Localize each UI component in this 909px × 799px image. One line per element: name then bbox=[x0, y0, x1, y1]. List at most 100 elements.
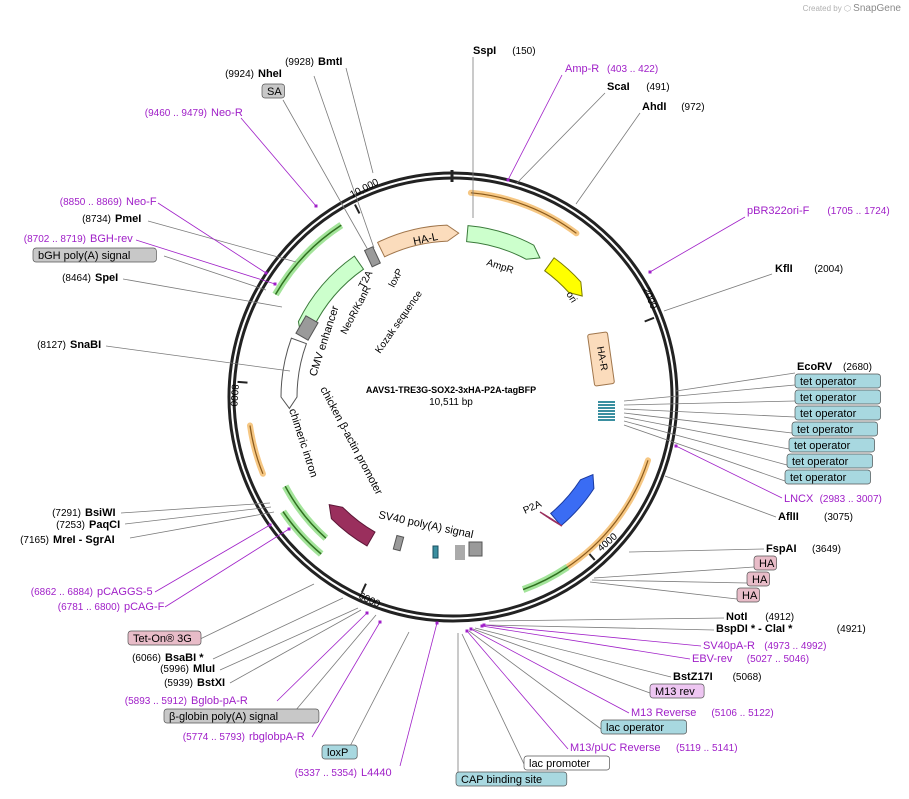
annotation-box-label: M13 rev bbox=[655, 686, 695, 698]
feature-ori bbox=[543, 257, 583, 297]
label-tagbfp: TagBFP bbox=[500, 521, 537, 546]
enzyme-position: (9924) bbox=[225, 69, 254, 80]
enzyme-position: (5996) bbox=[160, 664, 189, 675]
primer-name: pCAG-F bbox=[124, 601, 165, 613]
annotation-leader bbox=[399, 622, 438, 767]
annotation-box bbox=[753, 555, 777, 571]
tick-mark bbox=[360, 583, 367, 594]
tick-label: 2000 bbox=[640, 286, 659, 311]
annotation-leader bbox=[129, 511, 275, 539]
primer-name: rbglobpA-R bbox=[249, 731, 305, 743]
enzyme-position: (3075) bbox=[824, 512, 853, 523]
annotation-leader bbox=[461, 633, 525, 765]
annotation-leader bbox=[466, 630, 569, 750]
annotation-leader bbox=[289, 614, 377, 718]
annotation-leader bbox=[345, 67, 374, 174]
enzyme-position: (7253) bbox=[56, 520, 85, 531]
annotation-box-label: HA bbox=[752, 574, 768, 586]
enzyme-position: (2004) bbox=[814, 264, 843, 275]
annotation-box-label: tet operator bbox=[800, 376, 857, 388]
primer-name: pCAGGS-5 bbox=[97, 586, 153, 598]
enzyme-name: SnaBI bbox=[70, 339, 101, 351]
enzyme-name: SpeI bbox=[95, 272, 118, 284]
annotation-box-label: tet operator bbox=[800, 408, 857, 420]
enzyme-position: (5068) bbox=[733, 672, 762, 683]
annotation-box-label: loxP bbox=[327, 747, 348, 759]
enzyme-name: EcoRV bbox=[797, 361, 833, 373]
enzyme-position: (5939) bbox=[164, 678, 193, 689]
annotation-box bbox=[746, 571, 770, 587]
annotation-leader bbox=[623, 408, 796, 418]
annotation-leader bbox=[649, 216, 746, 273]
feature-arc-right-line bbox=[564, 460, 649, 570]
primer-mark bbox=[365, 611, 369, 615]
primer-position: (403 .. 422) bbox=[607, 64, 658, 75]
primer-name: SV40pA-R bbox=[703, 640, 755, 652]
primer-position: (5119 .. 5141) bbox=[676, 743, 738, 754]
green-arc-lower-left-2 bbox=[282, 484, 329, 541]
primer-mark bbox=[506, 178, 510, 182]
primer-mark bbox=[268, 523, 272, 527]
feature-sv40-block bbox=[392, 534, 405, 552]
annotation-box-label: HA bbox=[759, 558, 775, 570]
primer-name: M13 Reverse bbox=[631, 707, 696, 719]
primer-mark bbox=[674, 444, 678, 448]
primer-position: (5027 .. 5046) bbox=[747, 654, 809, 665]
enzyme-name: NotI bbox=[726, 611, 747, 623]
primer-position: (8702 .. 8719) bbox=[24, 234, 86, 245]
enzyme-name: FspAI bbox=[766, 543, 797, 555]
primer-mark bbox=[469, 627, 473, 631]
enzyme-position: (3649) bbox=[812, 544, 841, 555]
feature-ampr bbox=[466, 225, 541, 260]
annotation-leader bbox=[481, 625, 691, 660]
feature-arc-left-line bbox=[249, 425, 264, 475]
primer-mark bbox=[287, 527, 291, 531]
annotation-leader bbox=[345, 631, 410, 755]
annotation-leader bbox=[623, 416, 790, 450]
primer-name: LNCX bbox=[784, 493, 814, 505]
annotation-box bbox=[794, 405, 881, 421]
label-ha-l: HA-L bbox=[412, 231, 439, 248]
green-arc-lower-left-2-line bbox=[284, 485, 327, 539]
feature-cmv-small bbox=[295, 315, 319, 341]
green-arc-lower-right-line bbox=[522, 566, 569, 591]
annotation-leader bbox=[488, 617, 725, 622]
feature-arc-top-line bbox=[470, 192, 577, 234]
annotation-box-label: SA bbox=[267, 86, 282, 98]
primer-name: M13/pUC Reverse bbox=[570, 742, 660, 754]
enzyme-name: BspDI * - ClaI * bbox=[716, 623, 793, 635]
enzyme-position: (2680) bbox=[843, 362, 872, 373]
primer-name: Neo-F bbox=[126, 196, 157, 208]
tick-label: 6000 bbox=[357, 591, 382, 611]
enzyme-name: ScaI bbox=[607, 81, 630, 93]
enzyme-name: BstZ17I bbox=[673, 671, 713, 683]
annotation-box-label: bGH poly(A) signal bbox=[38, 250, 130, 262]
enzyme-name: BsaBI * bbox=[165, 652, 204, 664]
annotation-leader bbox=[474, 627, 672, 678]
annotation-leader bbox=[311, 621, 381, 738]
primer-name: pBR322ori-F bbox=[747, 205, 810, 217]
annotation-box-label: tet operator bbox=[800, 392, 857, 404]
annotation-box bbox=[163, 708, 320, 724]
annotation-leader bbox=[212, 597, 344, 660]
primer-position: (5337 .. 5354) bbox=[295, 768, 357, 779]
enzyme-name: BstXI bbox=[197, 677, 225, 689]
annotation-box bbox=[649, 683, 705, 699]
annotation-box bbox=[127, 630, 202, 646]
feature-ha-stripe bbox=[548, 517, 563, 527]
annotation-leader bbox=[195, 583, 315, 642]
primer-mark bbox=[314, 204, 318, 208]
enzyme-position: (4921) bbox=[837, 624, 866, 635]
primer-position: (6781 .. 6800) bbox=[58, 602, 120, 613]
enzyme-name: MluI bbox=[193, 663, 215, 675]
annotation-leader bbox=[470, 628, 630, 714]
annotation-box bbox=[523, 755, 610, 771]
enzyme-position: (9928) bbox=[285, 57, 314, 68]
annotation-leader bbox=[164, 528, 290, 608]
primer-position: (4973 .. 4992) bbox=[764, 641, 826, 652]
annotation-leader bbox=[472, 628, 651, 694]
annotation-leader bbox=[313, 75, 375, 249]
enzyme-position: (150) bbox=[512, 46, 535, 57]
label-ori: ori bbox=[563, 290, 578, 305]
annotation-leader bbox=[515, 92, 606, 185]
